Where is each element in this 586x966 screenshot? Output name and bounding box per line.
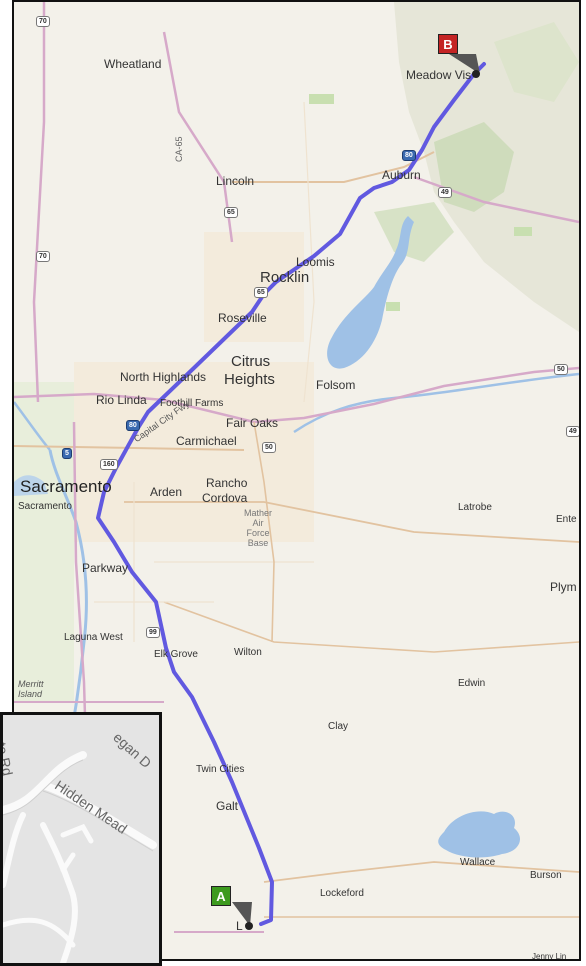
place-rio-linda: Rio Linda (96, 393, 147, 407)
place-arden: Arden (150, 485, 183, 499)
shield-80-auburn: 80 (402, 150, 416, 161)
mather-line-2: Air (252, 518, 264, 528)
place-laguna-west: Laguna West (64, 632, 123, 643)
shield-65-lincoln: 65 (224, 207, 238, 218)
place-ente: Ente (556, 514, 577, 525)
shield-80-sacramento: 80 (126, 420, 140, 431)
route-line[interactable] (96, 62, 486, 926)
place-citrus: Citrus (231, 353, 271, 370)
place-burson: Burson (530, 870, 562, 881)
place-plym: Plym (550, 580, 577, 594)
mather-line-4: Base (247, 538, 269, 548)
place-twin-cities: Twin Cities (196, 764, 245, 775)
place-wheatland: Wheatland (104, 57, 162, 71)
mather-line-3: Force (246, 528, 270, 538)
place-north-highlands: North Highlands (120, 370, 207, 384)
shield-50-right: 50 (554, 364, 568, 375)
road-label-ca65: CA-65 (174, 136, 184, 162)
place-sacramento-big: Sacramento (20, 477, 112, 496)
place-clay: Clay (328, 721, 349, 732)
place-cordova: Cordova (202, 491, 248, 505)
place-rocklin: Rocklin (260, 269, 310, 286)
place-heights: Heights (224, 371, 275, 388)
place-auburn: Auburn (382, 168, 421, 182)
place-parkway: Parkway (82, 561, 129, 575)
place-lincoln: Lincoln (216, 174, 255, 188)
place-roseville: Roseville (218, 311, 267, 325)
place-edwin: Edwin (458, 678, 486, 689)
pin-b-dot (472, 70, 480, 78)
shield-5: 5 (62, 448, 72, 459)
marker-a-origin[interactable]: A (211, 886, 231, 906)
place-elk-grove: Elk Grove (154, 649, 198, 660)
inset-road-edges (3, 759, 154, 852)
shield-65-rocklin: 65 (254, 287, 268, 298)
place-foothill-farms: Foothill Farms (160, 398, 224, 409)
place-latrobe: Latrobe (458, 502, 492, 513)
place-lodi: L (236, 919, 243, 933)
shield-99: 99 (146, 627, 160, 638)
place-loomis: Loomis (296, 255, 335, 269)
roads (14, 2, 579, 933)
place-carmichael: Carmichael (176, 434, 237, 448)
place-jenny-lind: Jenny Lin (532, 952, 567, 961)
place-rancho: Rancho (206, 476, 248, 490)
shield-49-right: 49 (566, 426, 579, 437)
mather-line-1: Mather (243, 508, 272, 518)
marker-b-destination[interactable]: B (438, 34, 458, 54)
shield-160: 160 (100, 459, 118, 470)
place-island: Island (18, 689, 43, 699)
pin-b-pointer (449, 54, 480, 74)
pin-a-pointer (232, 902, 252, 926)
place-lockeford: Lockeford (320, 888, 364, 899)
shield-70-top: 70 (36, 16, 50, 27)
pin-a-dot (245, 922, 253, 930)
inset-street-view[interactable]: te Rd egan D Hidden Mead (0, 712, 162, 966)
shield-50: 50 (262, 442, 276, 453)
place-wilton: Wilton (234, 647, 262, 658)
terrain (14, 2, 579, 702)
shield-49: 49 (438, 187, 452, 198)
place-wallace: Wallace (460, 857, 496, 868)
place-meadow-vista: Meadow Vis (406, 68, 472, 82)
inset-roads (3, 751, 157, 963)
place-mather-afb: Mather Air Force Base (238, 508, 278, 548)
inset-canvas (3, 751, 157, 963)
place-folsom: Folsom (316, 378, 356, 392)
place-sacramento-small: Sacramento (18, 501, 72, 512)
place-merritt: Merritt (18, 679, 44, 689)
shield-70-left: 70 (36, 251, 50, 262)
place-fair-oaks: Fair Oaks (226, 416, 279, 430)
place-galt: Galt (216, 799, 239, 813)
